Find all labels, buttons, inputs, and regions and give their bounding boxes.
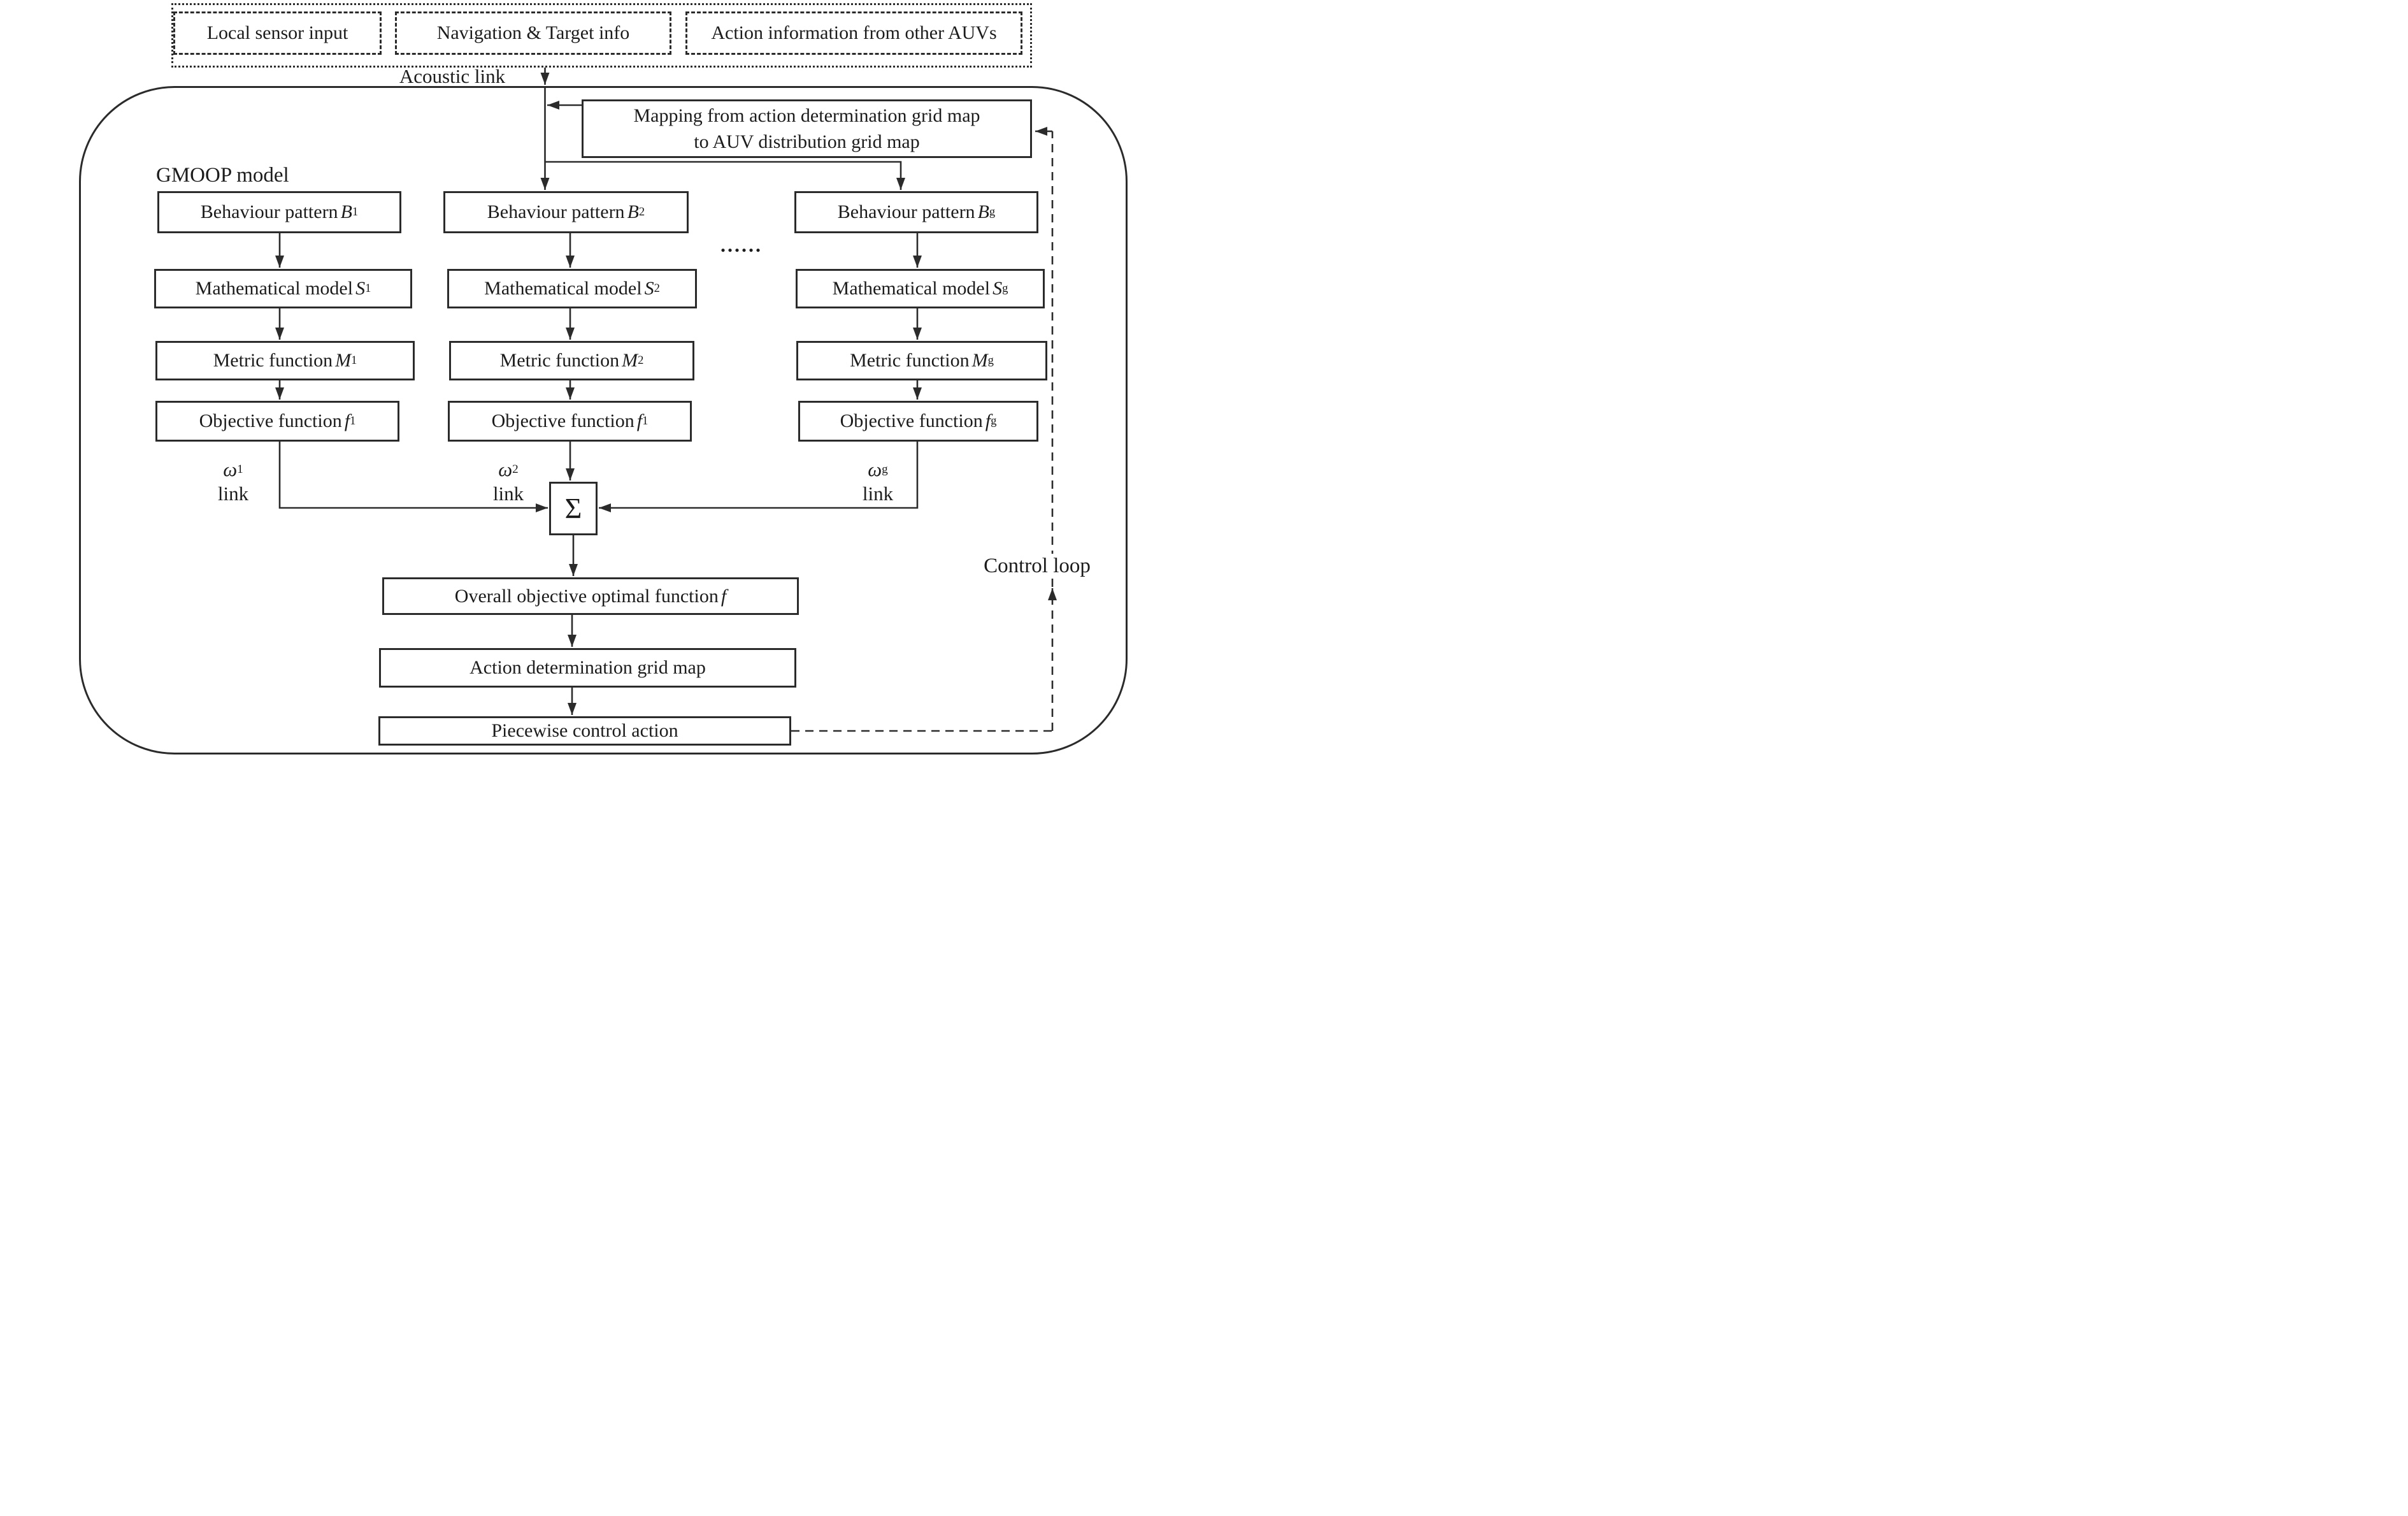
box-label: Action determination grid map	[469, 657, 706, 679]
acoustic-link-label: Acoustic link	[399, 65, 506, 87]
weight-link1-label: link	[217, 482, 249, 505]
box-overall-objective-function: Overall objective optimal function f	[382, 577, 799, 615]
label-var: f	[720, 585, 727, 607]
label-var: B	[627, 201, 639, 223]
gmoop-model-label: GMOOP model	[156, 163, 289, 187]
label-prefix: Behaviour pattern	[837, 201, 975, 223]
label-prefix: Mathematical model	[195, 278, 354, 300]
label-var: B	[340, 201, 352, 223]
omega-var: ω	[223, 458, 238, 480]
box-piecewise-control-action: Piecewise control action	[378, 716, 791, 746]
box-label: Action information from other AUVs	[711, 22, 997, 43]
label-var: M	[622, 350, 638, 372]
box-local-sensor-input: Local sensor input	[173, 11, 382, 55]
omega-var: ω	[868, 458, 882, 480]
label-prefix: Objective function	[840, 410, 983, 432]
label-prefix: Overall objective optimal function	[454, 585, 719, 607]
label-prefix: Metric function	[850, 350, 970, 372]
label-var: f	[636, 410, 643, 432]
box-label: Navigation & Target info	[436, 22, 630, 43]
label-var: M	[335, 350, 352, 372]
box-mapping-grid-map: Mapping from action determination grid m…	[582, 99, 1032, 158]
mapping-line1: Mapping from action determination grid m…	[633, 105, 980, 126]
column-ellipsis: ......	[720, 233, 763, 256]
box-action-info-other-auvs: Action information from other AUVs	[685, 11, 1022, 55]
label-var: f	[344, 410, 350, 432]
label-prefix: Behaviour pattern	[487, 201, 625, 223]
label-var: f	[985, 410, 991, 432]
diagram-canvas: { "colors": {"ink": "#2b2b2b", "text": "…	[0, 0, 1204, 758]
mapping-line2: to AUV distribution grid map	[694, 131, 920, 152]
label-prefix: Mathematical model	[832, 278, 991, 300]
box-sigma-sum: Σ	[549, 482, 598, 535]
label-var: S	[644, 278, 654, 300]
label-prefix: Mathematical model	[484, 278, 642, 300]
box-navigation-target-info: Navigation & Target info	[395, 11, 671, 55]
weight-linkg-label: link	[862, 482, 894, 505]
box-label: Piecewise control action	[491, 720, 678, 742]
label-prefix: Objective function	[199, 410, 342, 432]
label-var: S	[355, 278, 366, 300]
box-action-determination-grid-map: Action determination grid map	[379, 648, 796, 688]
label-var: M	[971, 350, 988, 372]
omega-var: ω	[498, 458, 513, 480]
sigma-icon: Σ	[564, 492, 582, 525]
control-loop-label: Control loop	[977, 554, 1097, 578]
box-label: Local sensor input	[206, 22, 348, 43]
label-prefix: Behaviour pattern	[200, 201, 338, 223]
label-var: B	[977, 201, 989, 223]
label-prefix: Metric function	[499, 350, 620, 372]
label-var: S	[993, 278, 1003, 300]
label-prefix: Objective function	[491, 410, 634, 432]
weight-link2-label: link	[492, 482, 524, 505]
label-prefix: Metric function	[213, 350, 333, 372]
